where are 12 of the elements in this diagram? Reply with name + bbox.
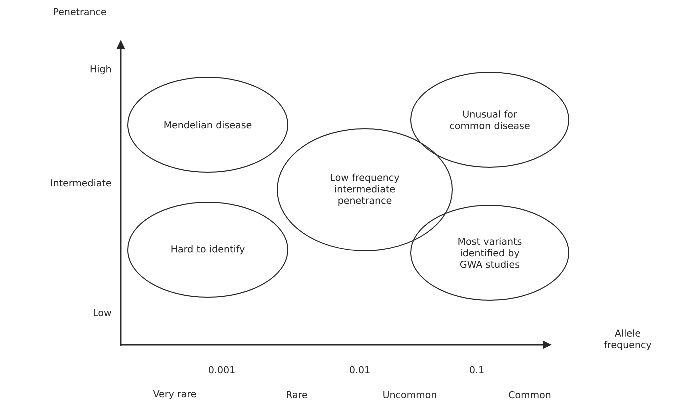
tick-label: High <box>90 65 112 75</box>
category-label: Rare <box>287 391 308 399</box>
axis-title: Penetrance <box>54 8 106 16</box>
category-label: Uncommon <box>384 391 436 399</box>
tick-label: Intermediate <box>51 179 112 187</box>
axis-title: Allele frequency <box>604 330 652 350</box>
category-label: Very rare <box>153 390 196 400</box>
tick-label: 0.01 <box>350 366 370 374</box>
category-label: Common <box>509 391 551 399</box>
tick-label: 0.001 <box>209 366 235 374</box>
tick-label: 0.1 <box>470 366 484 374</box>
tick-label: Low <box>94 309 112 317</box>
